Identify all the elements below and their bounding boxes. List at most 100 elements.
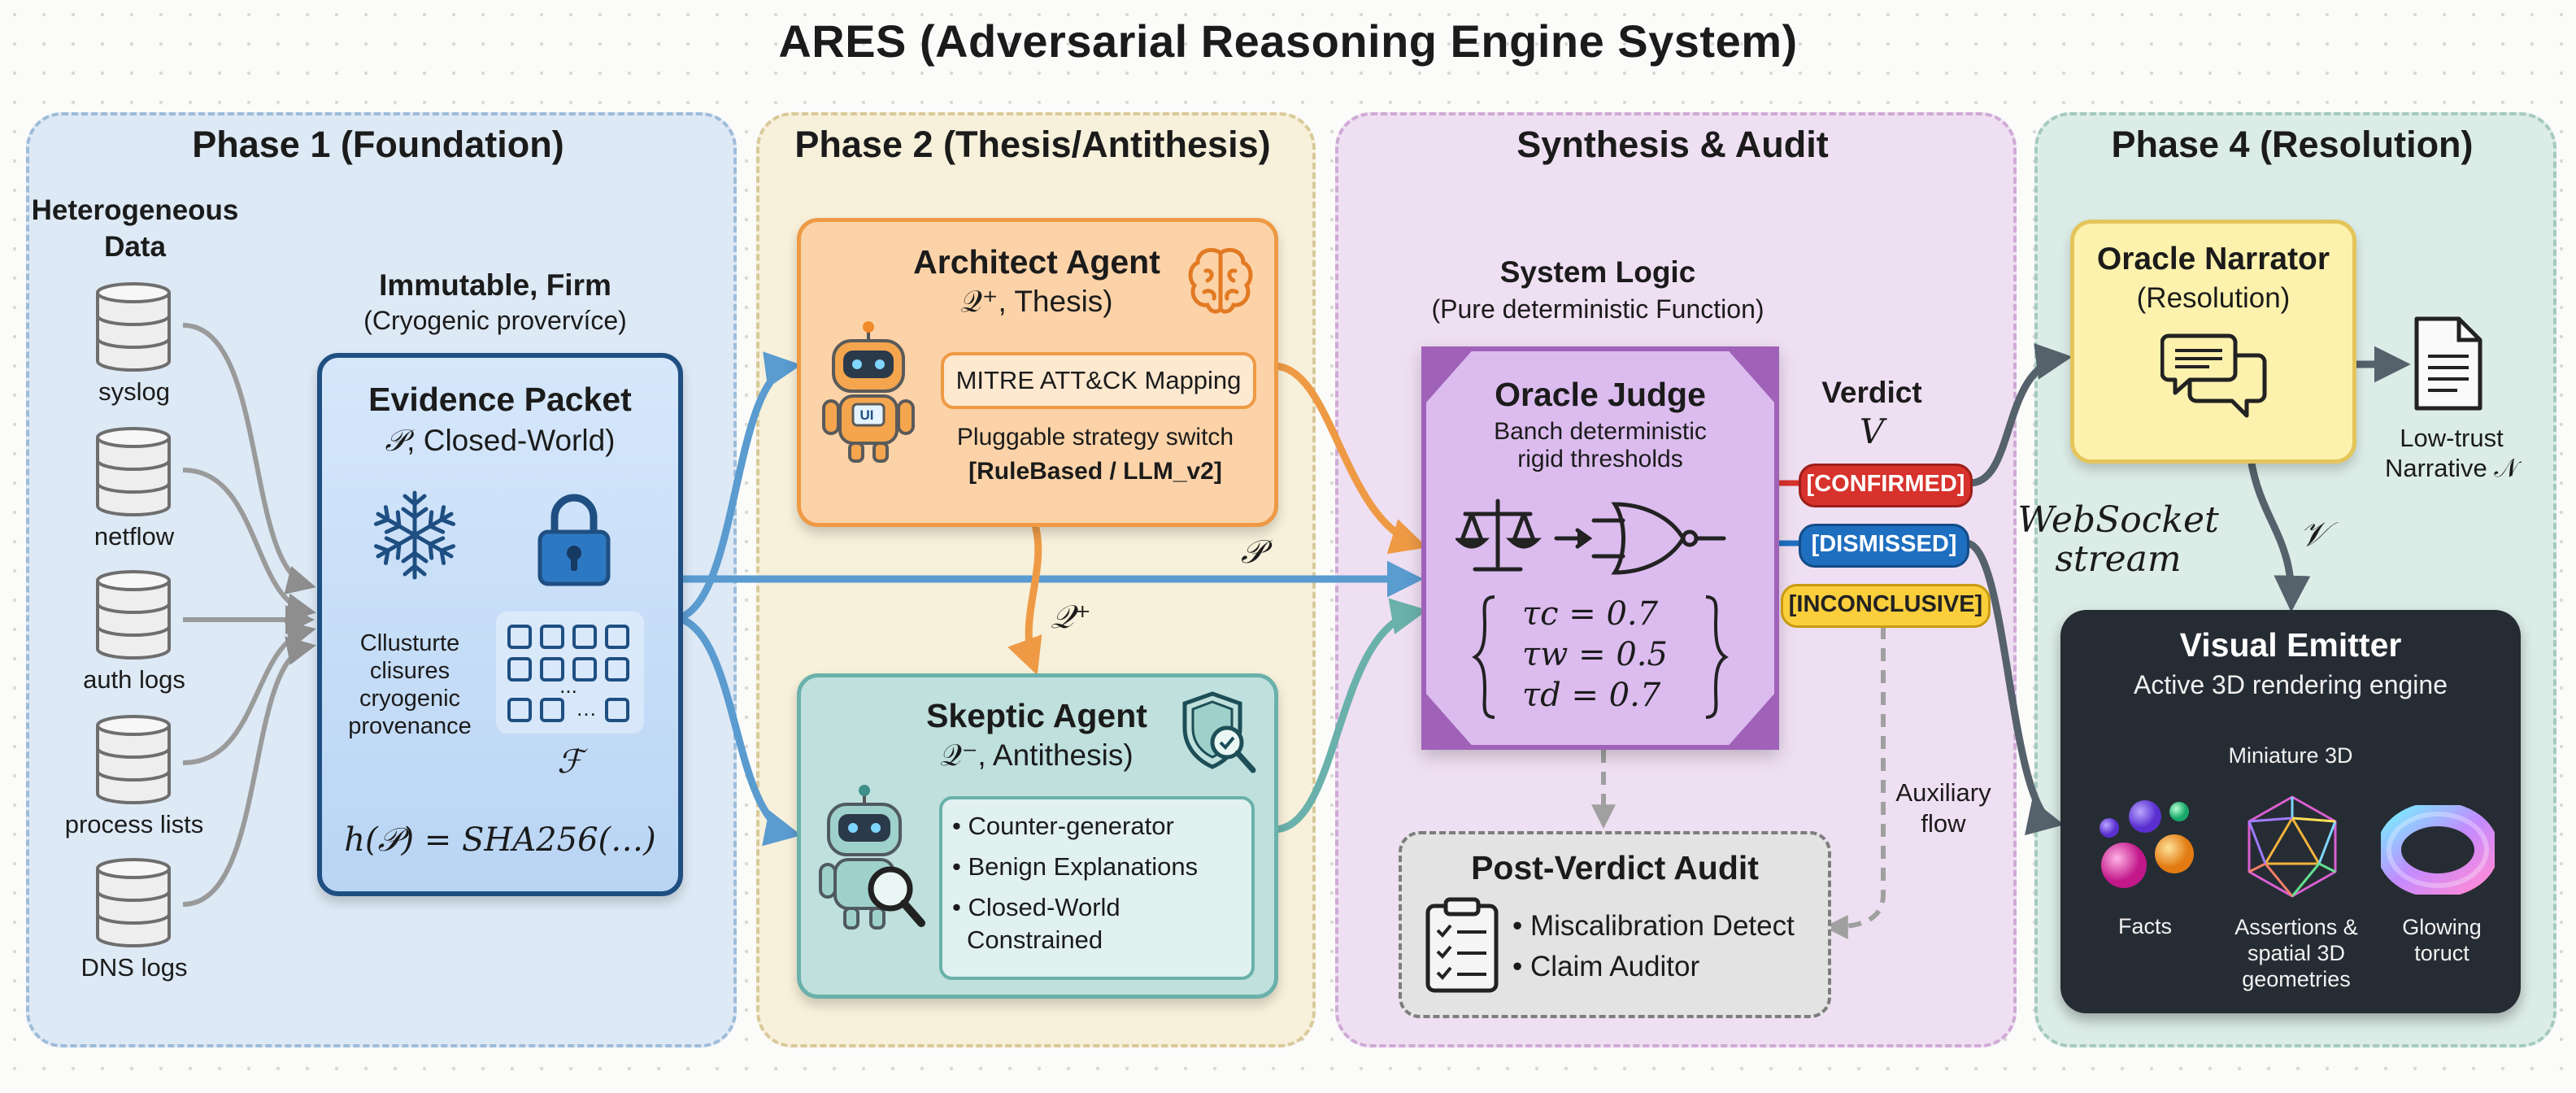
verdict-dismissed-badge[interactable]: [DISMISSED]: [1799, 524, 1969, 568]
evidence-packet-node[interactable]: Evidence Packet 𝒫, Closed-World) Cllustu…: [317, 353, 683, 896]
websocket-label: WebSocket stream: [2008, 501, 2228, 579]
arrow-syslog: [182, 323, 316, 594]
data-source-label: netflow: [94, 522, 175, 551]
clipboard-checklist-icon: [1425, 897, 1499, 993]
threshold-brace: [1472, 595, 1729, 719]
facts-label: Facts: [2117, 914, 2172, 938]
evidence-packet-title: Evidence Packet: [368, 381, 632, 418]
assertions-line3: geometries: [2242, 967, 2351, 991]
evidence-packet-subtitle: 𝒫, Closed-World): [322, 423, 678, 459]
immutable-sublabel: (Cryogenic provervíce): [363, 306, 627, 335]
document-icon: [2414, 316, 2482, 411]
skeptic-robot-icon: [819, 785, 925, 930]
database-icon: [96, 858, 171, 947]
evidence-caption-line2: clisures: [369, 658, 450, 684]
skeptic-bullet-1: • Counter-generator: [952, 812, 1174, 840]
fact-set-symbol: ℱ: [557, 743, 583, 781]
data-source-label: process lists: [64, 810, 204, 838]
phase-1-title: Phase 1 (Foundation): [192, 124, 564, 165]
architect-subtitle: 𝒬⁺, Thesis): [960, 285, 1113, 318]
evidence-caption: Cllusturte clisures cryogenic provenance: [337, 629, 483, 740]
architect-robot-badge: UI: [859, 407, 874, 423]
arrow-architect-to-judge: [1273, 362, 1428, 555]
data-sources-heading-line2: Data: [104, 231, 166, 263]
skeptic-bullet-3: • Closed-World: [952, 893, 1120, 921]
auxiliary-flow-label: Auxiliary flow: [1878, 777, 2008, 839]
narrative-line2: Narrative 𝒩: [2384, 454, 2519, 482]
data-source-label: DNS logs: [80, 953, 188, 982]
arrow-netflow: [182, 468, 316, 623]
data-sources-heading-line1: Heterogeneous: [31, 194, 239, 226]
database-icon: [96, 570, 171, 660]
assertions-line1: Assertions &: [2234, 915, 2358, 939]
oracle-judge-desc: Banch deterministic rigid thresholds: [1426, 418, 1774, 473]
phase-4-title: Phase 4 (Resolution): [2111, 124, 2474, 165]
skeptic-bullet-box: • Counter-generator • Benign Explanation…: [939, 796, 1255, 980]
arrow-confirmed-to-narrator: [1969, 343, 2073, 487]
oracle-narrator-node[interactable]: Oracle Narrator (Resolution): [2070, 220, 2356, 464]
icosahedron-icon: [2247, 795, 2337, 898]
skeptic-bullet-3-cont: Constrained: [967, 925, 1103, 954]
narrative-label: Low-trust Narrative 𝒩: [2358, 423, 2545, 483]
skeptic-title: Skeptic Agent: [926, 697, 1147, 734]
audit-title: Post-Verdict Audit: [1471, 849, 1759, 886]
p-flow-label: 𝒫: [1241, 533, 1264, 571]
data-sources-heading: Heterogeneous Data: [29, 192, 241, 265]
architect-agent-node[interactable]: Architect Agent 𝒬⁺, Thesis) UI MITRE ATT…: [797, 218, 1278, 527]
brain-icon: [1188, 248, 1253, 314]
arrow-skeptic-to-judge: [1273, 598, 1428, 834]
evidence-subtitle-rest: , Closed-World): [407, 424, 616, 457]
glowing-line2: toruct: [2414, 941, 2469, 965]
scale-to-gate-icon: [1456, 499, 1726, 575]
oracle-judge-title: Oracle Judge: [1495, 376, 1706, 413]
assertions-line2: spatial 3D: [2247, 941, 2346, 965]
auxiliary-flow-line2: flow: [1921, 809, 1966, 838]
audit-items: • Miscalibration Detect • Claim Auditor: [1512, 906, 1795, 987]
threshold-values: τc = 0.7 τw = 0.5 τd = 0.7: [1522, 594, 1668, 716]
glowing-torus-label: Glowing toruct: [2373, 914, 2511, 966]
oracle-judge-desc-line2: rigid thresholds: [1517, 446, 1683, 472]
oracle-judge-desc-line1: Banch deterministic: [1494, 418, 1707, 445]
fact-grid-ellipsis: ...: [559, 673, 577, 698]
verdict-confirmed-badge[interactable]: [CONFIRMED]: [1799, 464, 1973, 507]
immutable-label: Immutable, Firm: [379, 268, 611, 302]
architect-robot-icon: [822, 321, 915, 463]
shield-search-icon: [1182, 691, 1256, 773]
database-icon: [96, 715, 171, 804]
glowing-line1: Glowing: [2402, 915, 2482, 939]
evidence-caption-line4: provenance: [348, 713, 472, 739]
post-verdict-audit-node[interactable]: Post-Verdict Audit • Miscalibration Dete…: [1399, 831, 1831, 1018]
skeptic-agent-node[interactable]: Skeptic Agent 𝒬⁻, Antithesis) • Counter-…: [797, 673, 1278, 999]
verdict-inconclusive-badge[interactable]: [INCONCLUSIVE]: [1781, 584, 1991, 628]
skeptic-subtitle: 𝒬⁻, Antithesis): [940, 738, 1134, 772]
visual-emitter-title: Visual Emitter: [2179, 626, 2402, 664]
threshold-tau-w: τw = 0.5: [1522, 636, 1668, 673]
database-icon: [96, 282, 171, 372]
arrow-dnslogs: [182, 636, 316, 907]
oracle-narrator-subtitle: (Resolution): [2136, 282, 2291, 314]
glowing-torus-icon: [2381, 805, 2495, 895]
arrow-evidence-to-architect: [677, 351, 802, 622]
verdict-label: Verdict: [1821, 376, 1922, 409]
mitre-mapping-box: MITRE ATT&CK Mapping: [941, 352, 1256, 409]
skeptic-bullet-2: • Benign Explanations: [952, 852, 1199, 881]
snowflake-icon: [366, 490, 463, 584]
strategy-switch-label: Pluggable strategy switch: [956, 424, 1234, 451]
padlock-icon: [537, 494, 611, 586]
chat-bubbles-icon: [2160, 333, 2267, 418]
oracle-judge-node[interactable]: Oracle Judge Banch deterministic rigid t…: [1426, 351, 1774, 745]
architect-title: Architect Agent: [913, 243, 1160, 281]
evidence-hash: h(𝒫) = SHA256(…): [344, 821, 656, 859]
evidence-symbol-p: 𝒫: [385, 423, 407, 458]
visual-emitter-node[interactable]: Visual Emitter Active 3D rendering engin…: [2060, 610, 2521, 1013]
fact-grid-mid-ellipsis: …: [576, 696, 597, 721]
data-source-label: syslog: [98, 377, 170, 406]
narrative-line1: Low-trust: [2400, 424, 2504, 452]
strategy-switch-value[interactable]: [RuleBased / LLM_v2]: [968, 458, 1222, 485]
arrow-auxiliary-flow: [1823, 626, 1886, 939]
oracle-narrator-title: Oracle Narrator: [2096, 242, 2330, 277]
arrow-evidence-to-skeptic: [677, 614, 802, 847]
data-source-label: auth logs: [83, 665, 185, 694]
arrow-dismissed-to-emitter: [1965, 539, 2065, 835]
